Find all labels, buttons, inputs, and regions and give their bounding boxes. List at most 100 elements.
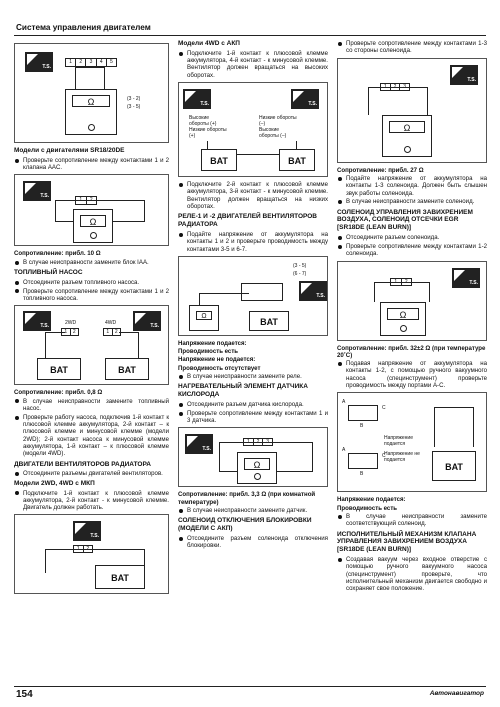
bullet-text: Отсоедините разъем соленоида отключения …	[178, 535, 328, 550]
port-label: B	[360, 423, 364, 430]
wire	[207, 141, 297, 156]
bullet-text: Отсоедините разъемы двигателей вентилято…	[14, 470, 169, 477]
port-label: B	[360, 471, 364, 478]
result-line: Проводимость отсутствует	[178, 364, 261, 372]
bullet-text: Подавая напряжение от аккумулятора на ко…	[337, 360, 487, 389]
port-label: C	[382, 405, 386, 412]
label-3-2: (3 - 2)	[127, 96, 141, 102]
bullet-text: Проверьте сопротивление между контактами…	[337, 243, 487, 258]
bullet-text: Отсоедините разъем соленоида.	[337, 234, 487, 241]
bullet-text: Отсоедините разъем топливного насоса.	[14, 279, 169, 286]
label-voltage-off: Напряжение не подается	[384, 451, 420, 464]
page-footer: 154 Автонавигатор	[14, 686, 486, 700]
tester-icon: T.S.	[452, 267, 480, 288]
wire	[368, 86, 428, 115]
label-voltage-on: Напряжение подается	[384, 435, 413, 448]
tester-icon: T.S.	[299, 280, 327, 301]
port-label: A	[342, 399, 346, 406]
label-6-7: (6 - 7)	[293, 270, 307, 277]
bullet-text: В случае неисправности замените соответс…	[337, 513, 487, 528]
bullet-text: В случае неисправности замените реле.	[178, 373, 328, 380]
ohmmeter: Ω	[65, 89, 117, 135]
bullet-text: Подключите 2-й контакт к плюсовой клемме…	[178, 181, 328, 210]
label-low-plus: Низкие обороты (+)	[189, 127, 227, 140]
battery: BAT	[432, 451, 476, 482]
solenoid-body	[348, 453, 378, 470]
wire	[199, 292, 249, 315]
bullet-text: Проверьте сопротивление между контактами…	[337, 40, 487, 55]
section-title: Модели с двигателями SR18/20DE	[14, 147, 125, 154]
tester-icon: T.S.	[23, 181, 51, 202]
result-line: Напряжение подается:	[337, 496, 406, 504]
battery: BAT	[95, 565, 145, 590]
figure-fan-4wd: T.S. T.S. Высокие обороты (+) Низкие обо…	[178, 82, 328, 178]
figure-vacuum-check: A B C Напряжение подается Напряжение не …	[337, 392, 487, 493]
battery: BAT	[201, 149, 237, 172]
bullet-text: Подключите 1-й контакт к плюсовой клемме…	[178, 50, 328, 79]
wire	[434, 407, 474, 448]
tester-icon: T.S.	[291, 89, 319, 110]
tester-icon: T.S.	[185, 434, 213, 455]
wire	[75, 67, 105, 89]
label-high-minus: Высокие обороты (–)	[259, 127, 287, 140]
bullet-text: В случае неисправности замените соленоид…	[337, 198, 487, 205]
bullet-text: В случае неисправности замените топливны…	[14, 398, 169, 413]
tester-icon: T.S.	[450, 64, 478, 85]
spec-line: Сопротивление: прибл. 32±2 Ω (при темпер…	[337, 344, 486, 359]
spec-line: Сопротивление: прибл. 3,3 Ω (при комнатн…	[178, 491, 316, 506]
section-title: ДВИГАТЕЛИ ВЕНТИЛЯТОРОВ РАДИАТОРА	[14, 460, 151, 468]
column-right: Проверьте сопротивление между контактами…	[337, 40, 487, 594]
column-middle: Модели 4WD с АКП Подключите 1-й контакт …	[178, 40, 328, 551]
section-title: РЕЛЕ-1 И -2 ДВИГАТЕЛЕЙ ВЕНТИЛЯТОРОВ РАДИ…	[178, 213, 318, 229]
label-3-5: (3 - 5)	[127, 104, 141, 110]
bullet-text: В случае неисправности замените датчик.	[178, 507, 328, 514]
subsection-title: Модели 4WD с АКП	[178, 40, 240, 47]
bullet-text: Подключите 1-й контакт к плюсовой клемме…	[14, 490, 169, 512]
page-header-title: Система управления двигателем	[16, 23, 151, 32]
bullet-text: Подайте напряжение от аккумулятора на ко…	[337, 175, 487, 197]
section-title: ТОПЛИВНЫЙ НАСОС	[14, 269, 83, 277]
tester-icon: T.S.	[183, 89, 211, 110]
battery: BAT	[37, 358, 81, 381]
bullet-text: Проверьте работу насоса, подключив 1-й к…	[14, 414, 169, 458]
label-low-minus: Низкие обороты (–)	[259, 115, 297, 128]
section-title: ИСПОЛНИТЕЛЬНЫЙ МЕХАНИЗМ КЛАПАНА УПРАВЛЕН…	[337, 530, 477, 554]
tester-icon: T.S.	[133, 311, 161, 332]
battery: BAT	[105, 358, 149, 381]
result-line: Проводимость есть	[337, 504, 398, 512]
port-label: C	[382, 453, 386, 460]
label-2wd: 2WD	[65, 320, 77, 327]
figure-relay: (3 - 5) (6 - 7) T.S. Ω BAT	[178, 255, 328, 336]
tester-icon: T.S.	[73, 521, 101, 542]
spec-line: Сопротивление: прибл. 10 Ω	[14, 250, 101, 258]
relay-block	[241, 282, 283, 301]
subsection-title: Модели 2WD, 4WD с МКП	[14, 479, 95, 487]
port-label: A	[342, 447, 346, 454]
bullet-text: Проверьте сопротивление между контактами…	[14, 288, 169, 303]
ohmmeter: Ω	[380, 301, 426, 336]
tester-icon: T.S.	[25, 52, 53, 72]
wire	[374, 281, 430, 302]
bullet-text: Проверьте сопротивление между контактами…	[178, 410, 328, 425]
bullet-text: Отсоедините разъем датчика кислорода.	[178, 401, 328, 408]
section-title: НАГРЕВАТЕЛЬНЫЙ ЭЛЕМЕНТ ДАТЧИКА КИСЛОРОДА	[178, 383, 308, 399]
battery: BAT	[249, 310, 289, 331]
result-line: Напряжение подается:	[178, 339, 247, 347]
label-high-plus: Высокие обороты (+)	[189, 115, 217, 128]
battery: BAT	[279, 149, 315, 172]
bullet-text: В случае неисправности замените блок IAA…	[14, 259, 169, 266]
section-title: СОЛЕНОИД ОТКЛЮЧЕНИЯ БЛОКИРОВКИ (МОДЕЛИ С…	[178, 517, 312, 533]
wire	[45, 549, 145, 574]
solenoid-body	[348, 405, 378, 422]
ohmmeter: Ω	[382, 114, 432, 157]
label-4wd: 4WD	[105, 320, 117, 327]
